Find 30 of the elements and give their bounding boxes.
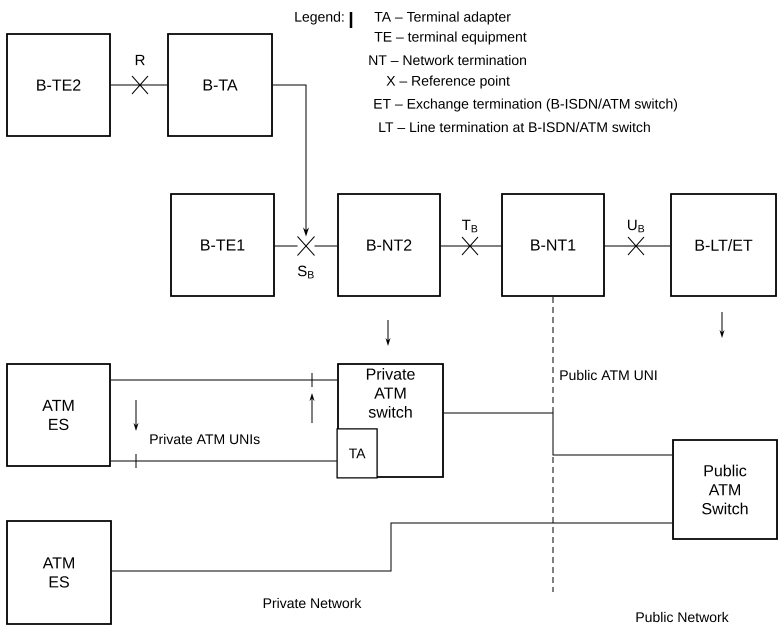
legend-title: Legend: [295, 11, 344, 25]
edge-label: R [134, 54, 146, 66]
legend-entry: X – Reference point [386, 75, 510, 89]
annotation-text: Private ATM UNIs [150, 434, 260, 444]
block-box: B-TE1 [170, 193, 275, 297]
legend-entry: TA – Terminal adapter [374, 11, 511, 25]
legend-entry: ET – Exchange termination (B-ISDN/ATM switch) [374, 98, 678, 112]
block-box: B-NT1 [501, 193, 605, 297]
switch-box: Public ATM Switch [672, 439, 778, 540]
reference-point-label: S$_{B}$ [298, 266, 314, 278]
connector-line [110, 84, 168, 86]
region-label: Public Network [636, 612, 729, 622]
block-box: ATM ES [6, 520, 112, 625]
connector-line [110, 460, 337, 462]
block-box: B-LT/ET [670, 193, 777, 297]
connector-line [443, 412, 673, 456]
block-box: B-TE2 [6, 33, 111, 137]
reference-point-mark [297, 236, 315, 256]
legend-entry: NT – Network termination [369, 54, 526, 66]
annotation-text: Public ATM UNI [560, 370, 656, 380]
region-label: Private Network [264, 598, 362, 608]
connector-line [111, 522, 673, 572]
legend-entry: TE – terminal equipment [374, 31, 527, 45]
legend-entry: LT – Line termination at B-ISDN/ATM switch [379, 122, 650, 132]
block-box: ATM ES [6, 363, 111, 467]
edge-label: U$_{B}$ [626, 218, 646, 234]
edge-label: T$_{B}$ [460, 218, 480, 234]
adapter-box: TA [336, 428, 378, 479]
block-box: B-TA [167, 33, 273, 137]
block-box: B-NT2 [337, 193, 441, 297]
